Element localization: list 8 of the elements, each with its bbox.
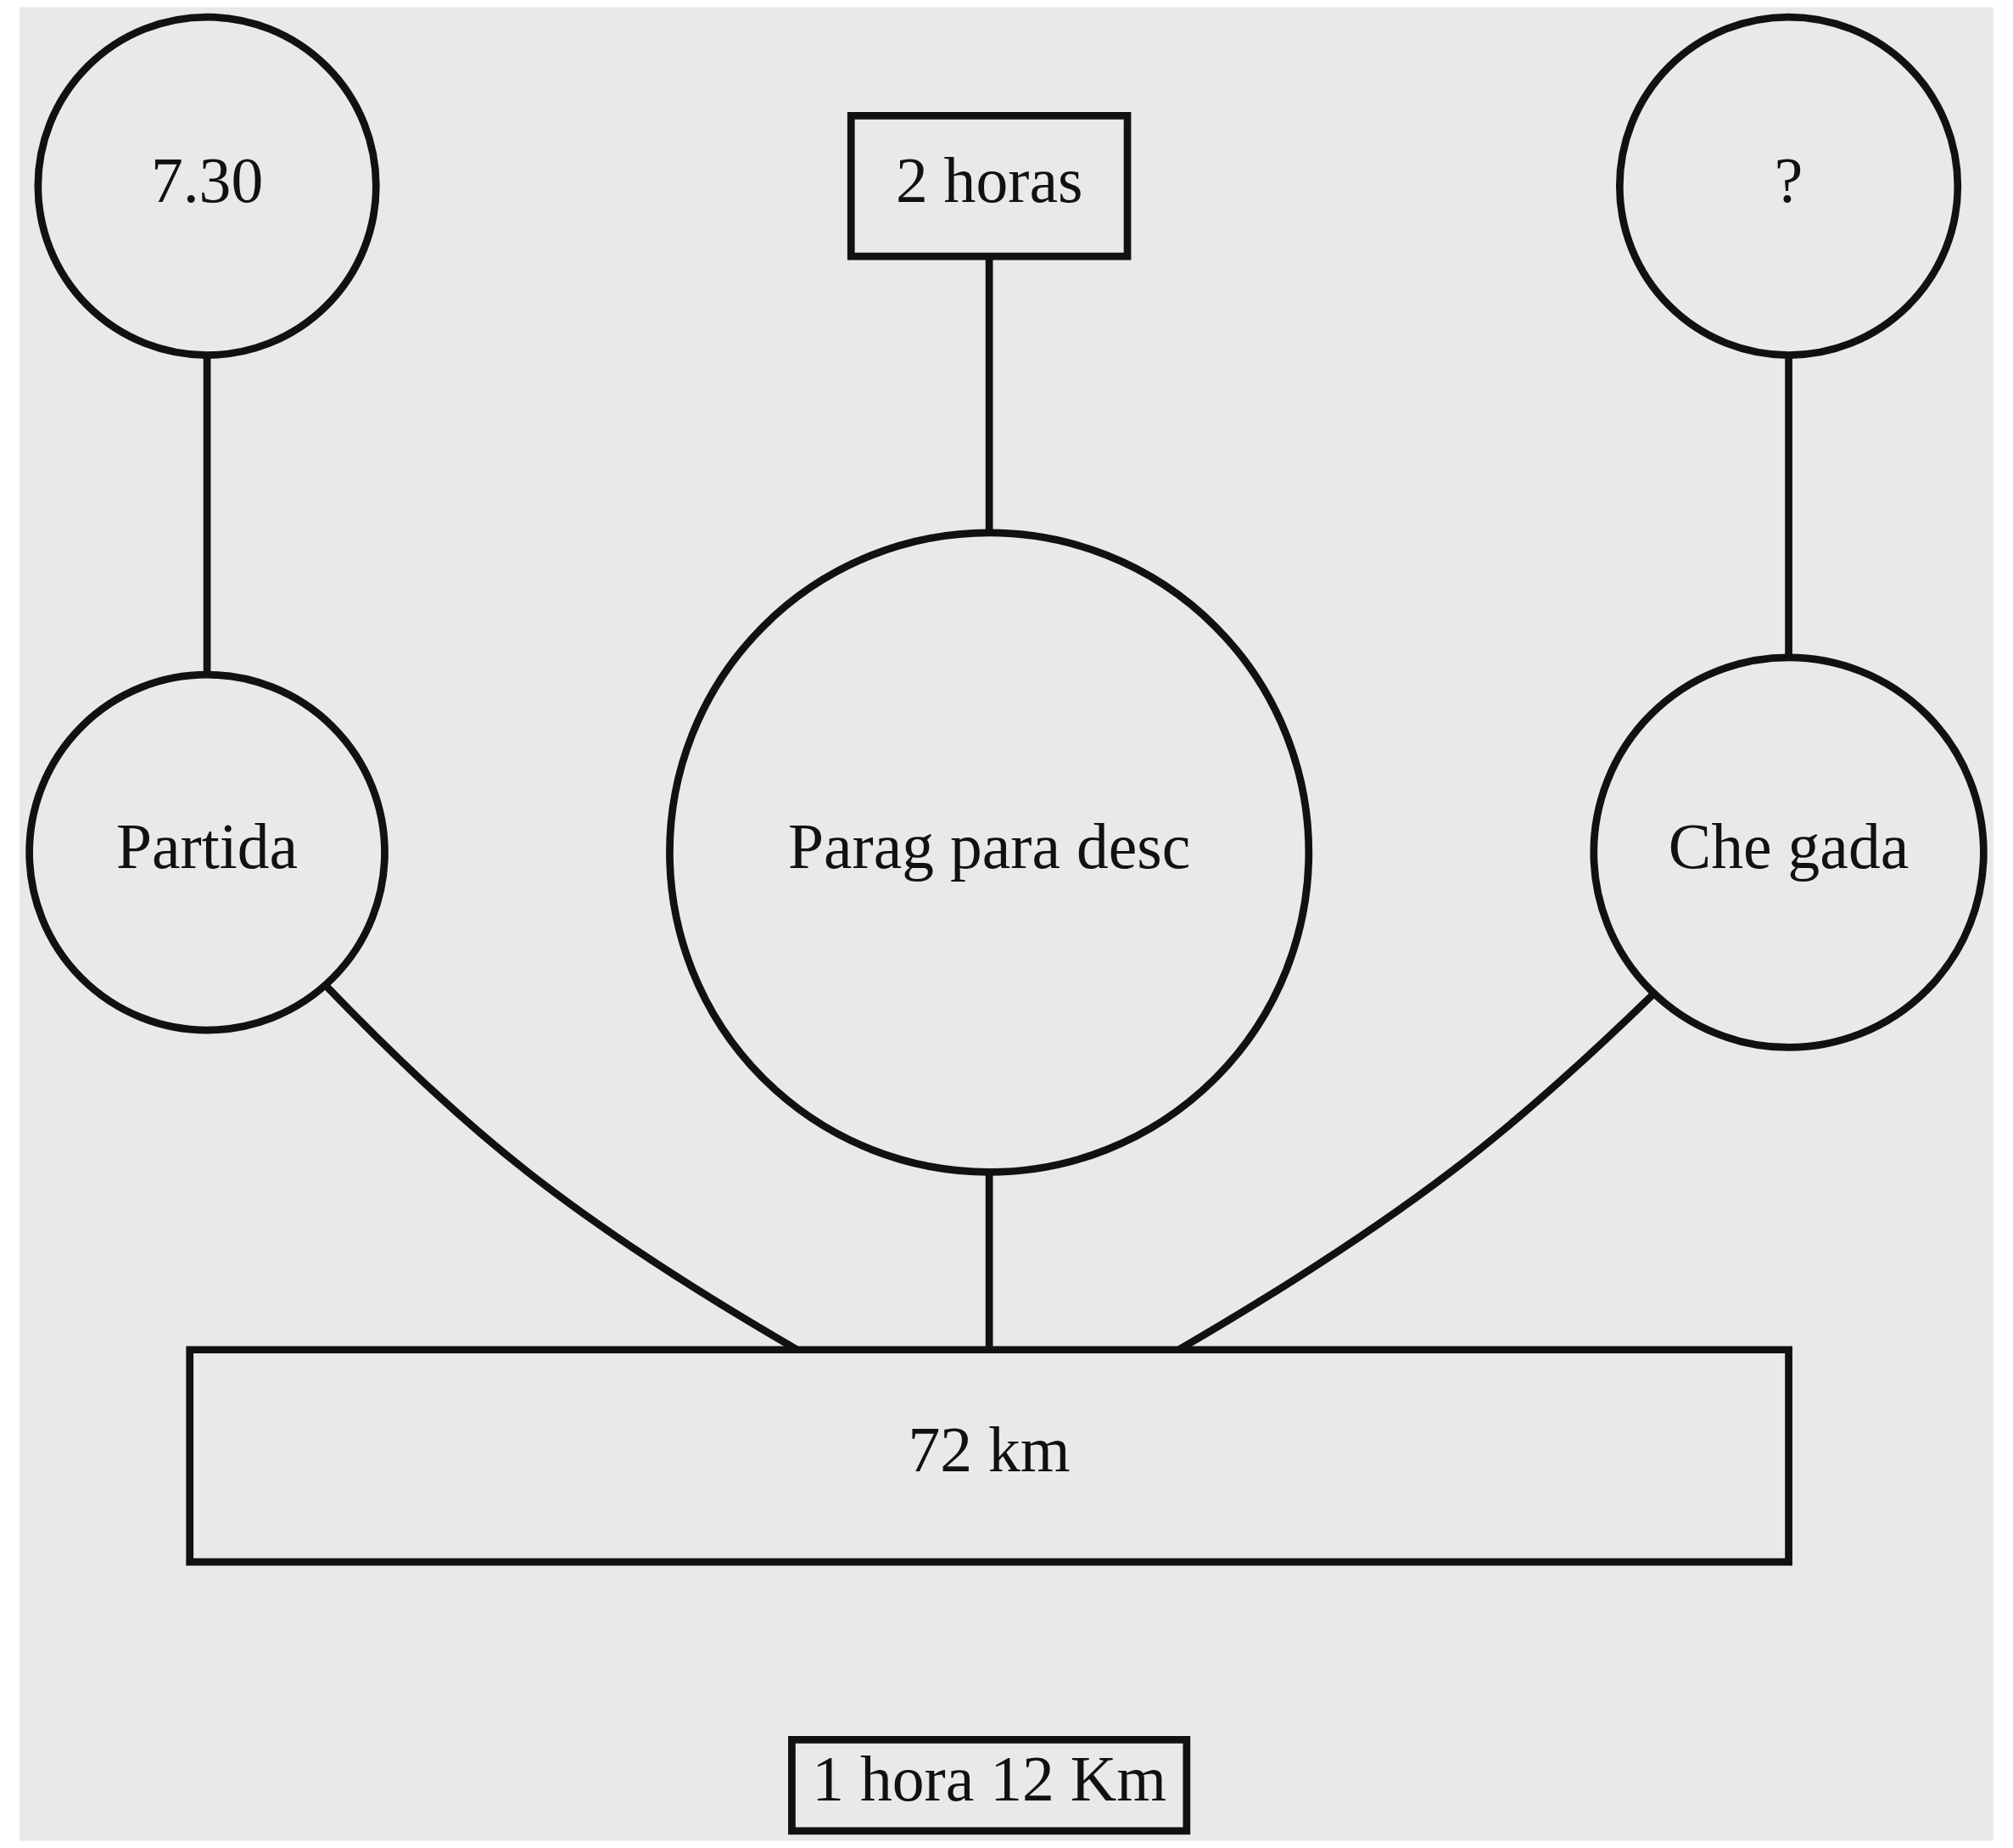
node-circle: 7.30 bbox=[34, 13, 380, 359]
node-circle: Parag para desc bbox=[666, 529, 1313, 1176]
node-circle: Che gada bbox=[1590, 653, 1988, 1051]
node-circle: ? bbox=[1615, 13, 1962, 359]
node-box: 2 horas bbox=[847, 112, 1132, 260]
node-circle: Partida bbox=[25, 670, 389, 1034]
node-box: 1 hora 12 Km bbox=[788, 1735, 1191, 1835]
node-box: 72 km bbox=[186, 1346, 1792, 1566]
